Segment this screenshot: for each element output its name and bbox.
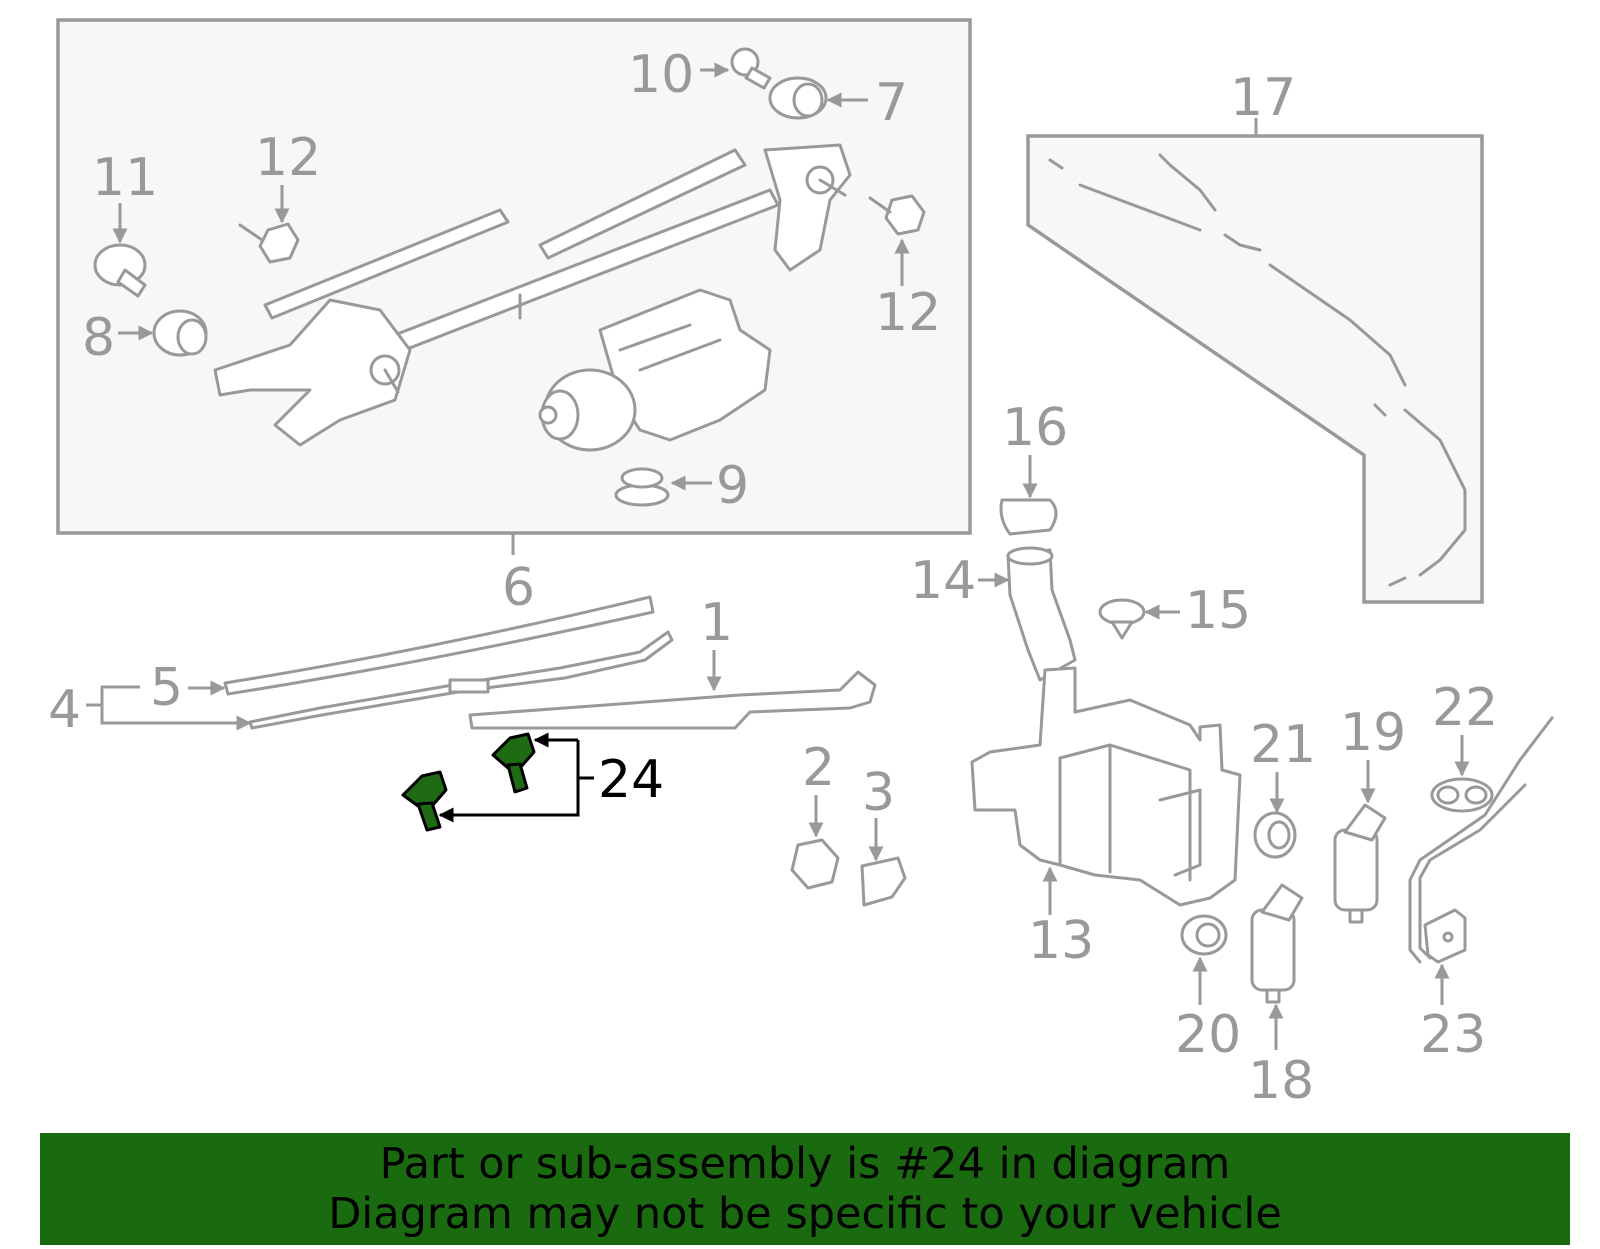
wiper-blade-5 [223,595,655,696]
hose-kit-box [1026,134,1484,604]
callout-5: 5 [150,658,183,718]
info-banner: Part or sub-assembly is #24 in diagram D… [40,1133,1570,1245]
callout-10: 10 [628,45,694,105]
washer-nozzle-upper [491,732,536,794]
bolt-11-icon [93,243,147,298]
callout-16: 16 [1002,398,1068,458]
callout-9: 9 [716,456,749,516]
callout-2: 2 [802,738,835,798]
grommet-9-icon [614,467,670,507]
grommet-20-icon [1180,914,1228,956]
bushing-8-icon [152,309,208,357]
callout-22: 22 [1432,678,1498,738]
hose-23 [1408,716,1554,964]
callout-13: 13 [1028,911,1094,971]
nut-7-icon [768,76,828,120]
washer-pump-18 [1250,883,1304,1004]
callout-1: 1 [700,593,733,653]
wiper-motor [538,288,772,452]
left-pivot-bracket [213,298,412,447]
right-pivot-bracket [763,143,852,272]
bolt-12-right-icon [868,194,926,236]
callout-6: 6 [502,558,535,618]
washer-reservoir-13 [970,666,1242,907]
filler-neck-14 [1006,546,1077,682]
callout-11: 11 [92,148,158,208]
callout-21: 21 [1250,715,1316,775]
callout-3: 3 [862,763,895,823]
callout-15: 15 [1185,581,1251,641]
callout-7: 7 [875,73,908,133]
grommet-21-icon [1253,811,1297,859]
callout-12-top: 12 [255,128,321,188]
callout-19: 19 [1340,703,1406,763]
banner-line-1: Part or sub-assembly is #24 in diagram [379,1139,1231,1189]
callout-4: 4 [48,680,81,740]
callout-17: 17 [1230,68,1296,128]
reservoir-cap-16 [999,498,1058,536]
clip-22-icon [1430,777,1494,813]
callout-14: 14 [910,551,976,611]
callout-18: 18 [1248,1051,1314,1111]
callout-20: 20 [1175,1005,1241,1065]
washer-pump-19 [1333,803,1387,924]
callout-24: 24 [598,750,664,810]
callout-23: 23 [1420,1005,1486,1065]
banner-line-2: Diagram may not be specific to your vehi… [328,1189,1282,1239]
callout-8: 8 [82,308,115,368]
clip-15-icon [1098,598,1146,640]
cap-3-icon [860,856,907,907]
wiper-arm-1 [468,670,877,730]
linkage-assembly-box: 10 7 11 12 12 8 9 [56,18,972,535]
bolt-10-icon [730,47,772,90]
wiper-blade-4 [248,630,674,730]
washer-nozzle-lower [401,770,448,832]
bolt-12-left-icon [238,222,300,264]
cap-2-icon [790,838,840,890]
callout-12-right: 12 [875,283,941,343]
